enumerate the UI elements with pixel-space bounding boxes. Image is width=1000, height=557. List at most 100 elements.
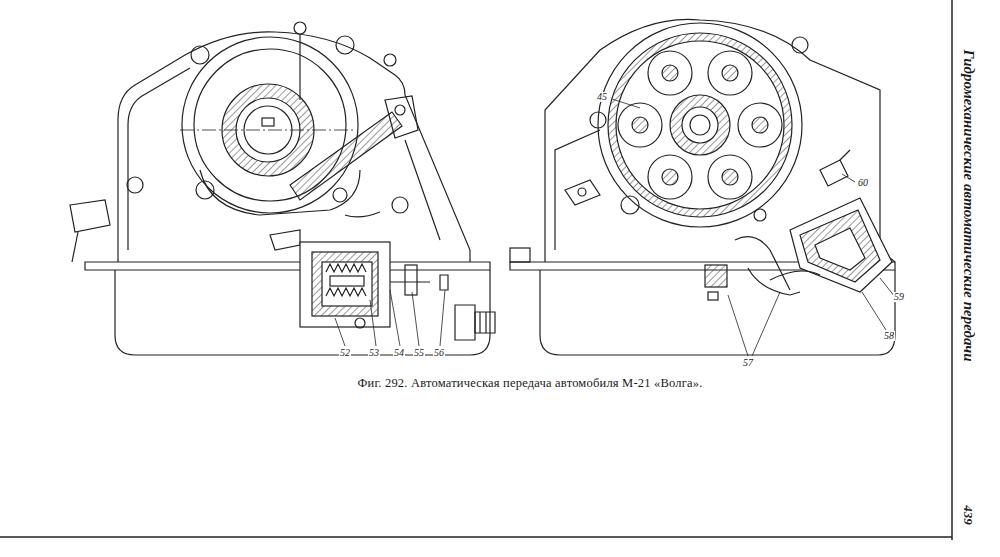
planetary-gear-set xyxy=(670,95,730,155)
planet-gears xyxy=(738,103,782,147)
callout-number: 54 xyxy=(393,348,405,358)
valve-body xyxy=(330,276,364,286)
left-view-housing xyxy=(128,68,190,250)
callout-number: 60 xyxy=(857,178,869,188)
planetary-gear-set xyxy=(690,115,710,135)
figure-caption: Фиг. 292. Автоматическая передача автомо… xyxy=(357,376,702,391)
valve-body xyxy=(405,265,417,295)
oil-filter xyxy=(790,198,892,292)
page-number: 439 xyxy=(960,505,976,525)
leader-lines xyxy=(612,99,640,108)
left-view-linkage xyxy=(385,96,418,138)
electric-connector xyxy=(485,312,486,333)
planet-gears xyxy=(708,155,752,199)
left-view-housing xyxy=(392,197,408,213)
left-view-bell xyxy=(180,37,360,215)
planet-gears xyxy=(662,169,678,185)
left-view-housing xyxy=(127,177,143,193)
right-view-pan xyxy=(705,265,727,287)
left-view-bell xyxy=(262,118,274,126)
pickup-tube xyxy=(770,271,820,280)
pickup-tube xyxy=(735,237,790,290)
valve-body xyxy=(440,275,448,290)
left-view-housing xyxy=(191,46,209,64)
planetary-gear-set xyxy=(598,23,802,227)
right-view-housing xyxy=(565,180,600,205)
right-view-housing xyxy=(792,37,808,53)
left-view-housing xyxy=(299,34,300,100)
callout-number: 59 xyxy=(893,292,905,302)
electric-connector xyxy=(455,305,475,340)
callout-number: 56 xyxy=(433,348,445,358)
left-view-housing xyxy=(70,200,110,232)
planetary-gear-set xyxy=(598,23,802,227)
left-view-housing xyxy=(336,36,354,54)
leader-lines xyxy=(335,318,345,346)
planet-gears xyxy=(708,51,752,95)
valve-body xyxy=(326,288,366,296)
valve-body xyxy=(326,264,366,272)
oil-filter xyxy=(790,198,892,292)
callout-number: 45 xyxy=(596,92,608,102)
left-view-bell xyxy=(180,130,355,131)
leader-lines xyxy=(412,292,419,346)
valve-body xyxy=(390,281,430,282)
planet-gears xyxy=(648,51,692,95)
leader-lines xyxy=(842,174,855,182)
planet-gears xyxy=(618,103,662,147)
callout-number: 53 xyxy=(368,348,380,358)
running-header: Гидромеханические автоматические передач… xyxy=(959,49,976,361)
planetary-gear-set xyxy=(682,107,718,143)
left-view-linkage xyxy=(395,105,405,115)
leader-lines xyxy=(862,292,886,330)
oil-filter xyxy=(815,228,865,270)
valve-body xyxy=(312,252,378,316)
electric-connector xyxy=(475,312,495,333)
callout-number: 58 xyxy=(883,331,895,341)
left-view-housing xyxy=(333,188,347,202)
planet-gears xyxy=(648,155,692,199)
left-view-linkage xyxy=(270,96,440,250)
page-frame xyxy=(0,0,952,540)
valve-body xyxy=(300,242,448,328)
planet-gears xyxy=(662,65,678,81)
right-view-housing xyxy=(840,150,850,160)
planet-gears xyxy=(618,51,782,199)
left-view-housing xyxy=(384,54,396,66)
electric-connector xyxy=(455,305,495,340)
right-view-housing xyxy=(555,130,600,250)
planet-gears xyxy=(752,117,768,133)
left-view-linkage xyxy=(290,112,402,200)
left-view-bell xyxy=(182,37,358,213)
left-view-linkage xyxy=(405,140,440,240)
leader-lines xyxy=(440,290,445,346)
callout-number: 57 xyxy=(742,358,754,368)
left-view-linkage xyxy=(345,212,380,217)
leader-lines xyxy=(752,292,780,356)
right-view-housing xyxy=(510,248,530,262)
leader-lines xyxy=(390,290,400,346)
planetary-gear-set xyxy=(616,41,784,209)
page-frame xyxy=(0,536,952,538)
leader-lines xyxy=(370,300,376,346)
left-view-housing xyxy=(70,22,490,270)
planetary-gear-set xyxy=(608,33,792,217)
left-view-bell xyxy=(200,170,360,215)
electric-connector xyxy=(479,312,480,333)
callout-number: 55 xyxy=(413,348,425,358)
planet-gears xyxy=(722,65,738,81)
planet-gears xyxy=(722,169,738,185)
valve-body xyxy=(355,318,365,328)
valve-body xyxy=(300,242,390,327)
leader-lines xyxy=(728,295,748,356)
valve-body xyxy=(322,262,372,306)
page-frame xyxy=(951,0,953,540)
planet-gears xyxy=(632,117,648,133)
right-view-pan xyxy=(708,292,718,300)
callout-number: 52 xyxy=(339,348,351,358)
right-view-housing xyxy=(578,188,586,196)
left-view-housing xyxy=(85,262,490,270)
left-view-housing xyxy=(294,22,306,34)
right-view-housing xyxy=(820,160,848,186)
